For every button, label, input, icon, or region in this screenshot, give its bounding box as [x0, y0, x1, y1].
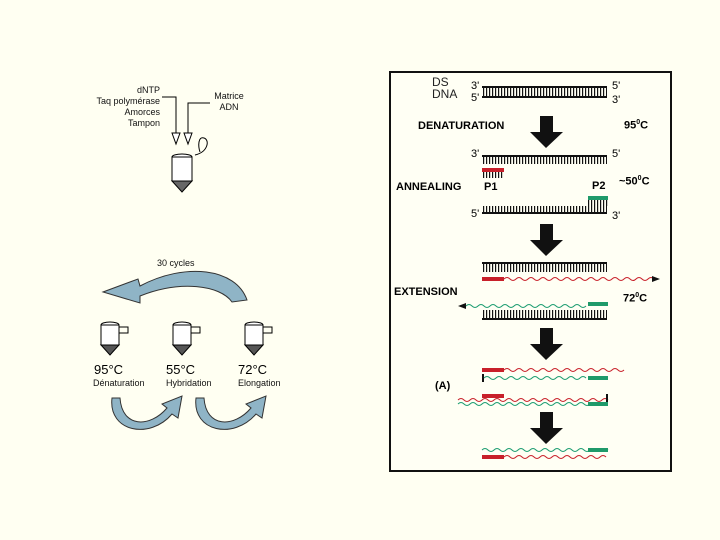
product-strands [457, 368, 625, 406]
down-arrow-4 [530, 412, 563, 444]
denat-c: C [640, 119, 649, 132]
annealing-heading: ANNEALING [396, 181, 462, 193]
final-product [481, 448, 609, 459]
ds-dna-label: DS DNA [432, 76, 457, 100]
extension-top [482, 262, 660, 282]
pipette-arrow-1 [171, 132, 181, 146]
stage-name-3: Elongation [238, 378, 281, 388]
tube-denaturation [99, 321, 129, 356]
cycle-return-arrow [101, 270, 248, 304]
reagent-primers: Amorces [124, 107, 160, 117]
reagents-label: dNTP Taq polymérase Amorces Tampon [60, 85, 160, 129]
down-arrow-1 [530, 116, 563, 148]
tube-elongation [243, 321, 273, 356]
p2-label: P2 [592, 180, 606, 192]
down-arrow-3 [530, 328, 563, 360]
prime-5-a: 5' [612, 80, 621, 92]
prime-5-c: 5' [612, 148, 621, 160]
anneal-c: C [641, 175, 650, 188]
ds-dna [482, 86, 607, 98]
reagent-dntp: dNTP [136, 85, 160, 95]
tube-hybridation [171, 321, 201, 356]
panel-label-a: (A) [435, 380, 451, 392]
denaturation-heading: DENATURATION [418, 120, 505, 132]
prime-3-b: 3' [612, 94, 621, 106]
arrow-denat-to-hybrid [111, 395, 183, 430]
ext-c: C [639, 292, 648, 305]
primer-p2 [588, 196, 608, 206]
anneal-temp-value: ~50 [619, 175, 638, 188]
primer-p1 [482, 168, 504, 172]
dna-label: DNA [432, 87, 458, 101]
anneal-deg: 0 [637, 175, 642, 182]
extension-temp: 720C [623, 292, 647, 305]
extension-bottom [458, 302, 608, 320]
arrow-hybrid-to-elong [195, 395, 267, 430]
down-arrow-2 [530, 224, 563, 256]
ext-deg: 0 [635, 292, 640, 299]
stage-temp-3: 72°C [238, 362, 268, 377]
prime-3-a: 3' [471, 80, 480, 92]
prime-5-b: 5' [471, 92, 480, 104]
reagent-buffer: Tampon [127, 118, 160, 128]
stage-temp-2: 55°C [166, 362, 196, 377]
ext-temp-value: 72 [623, 292, 636, 305]
reaction-tube [170, 137, 208, 193]
matrix-label: Matrice ADN [205, 91, 253, 113]
prime-5-d: 5' [471, 208, 480, 220]
stage-name-1: Dénaturation [93, 378, 145, 388]
cycles-label: 30 cycles [157, 258, 195, 268]
denat-temp-value: 95 [624, 119, 637, 132]
reagent-taq: Taq polymérase [96, 96, 160, 106]
matrix-line-2: ADN [219, 102, 239, 112]
extension-heading: EXTENSION [394, 286, 458, 298]
prime-3-d: 3' [612, 210, 621, 222]
ds-label: DS [432, 75, 449, 89]
denaturation-temp: 950C [624, 119, 648, 132]
stage-name-2: Hybridation [166, 378, 212, 388]
denatured-strands [482, 155, 607, 178]
pipette-arrow-2 [183, 132, 193, 146]
prime-3-c: 3' [471, 148, 480, 160]
stage-temp-1: 95°C [94, 362, 124, 377]
matrix-line-1: Matrice [214, 91, 244, 101]
denat-deg: 0 [636, 119, 641, 126]
annealing-temp: ~500C [619, 175, 650, 188]
p1-label: P1 [484, 181, 498, 193]
bottom-strand [482, 206, 607, 214]
